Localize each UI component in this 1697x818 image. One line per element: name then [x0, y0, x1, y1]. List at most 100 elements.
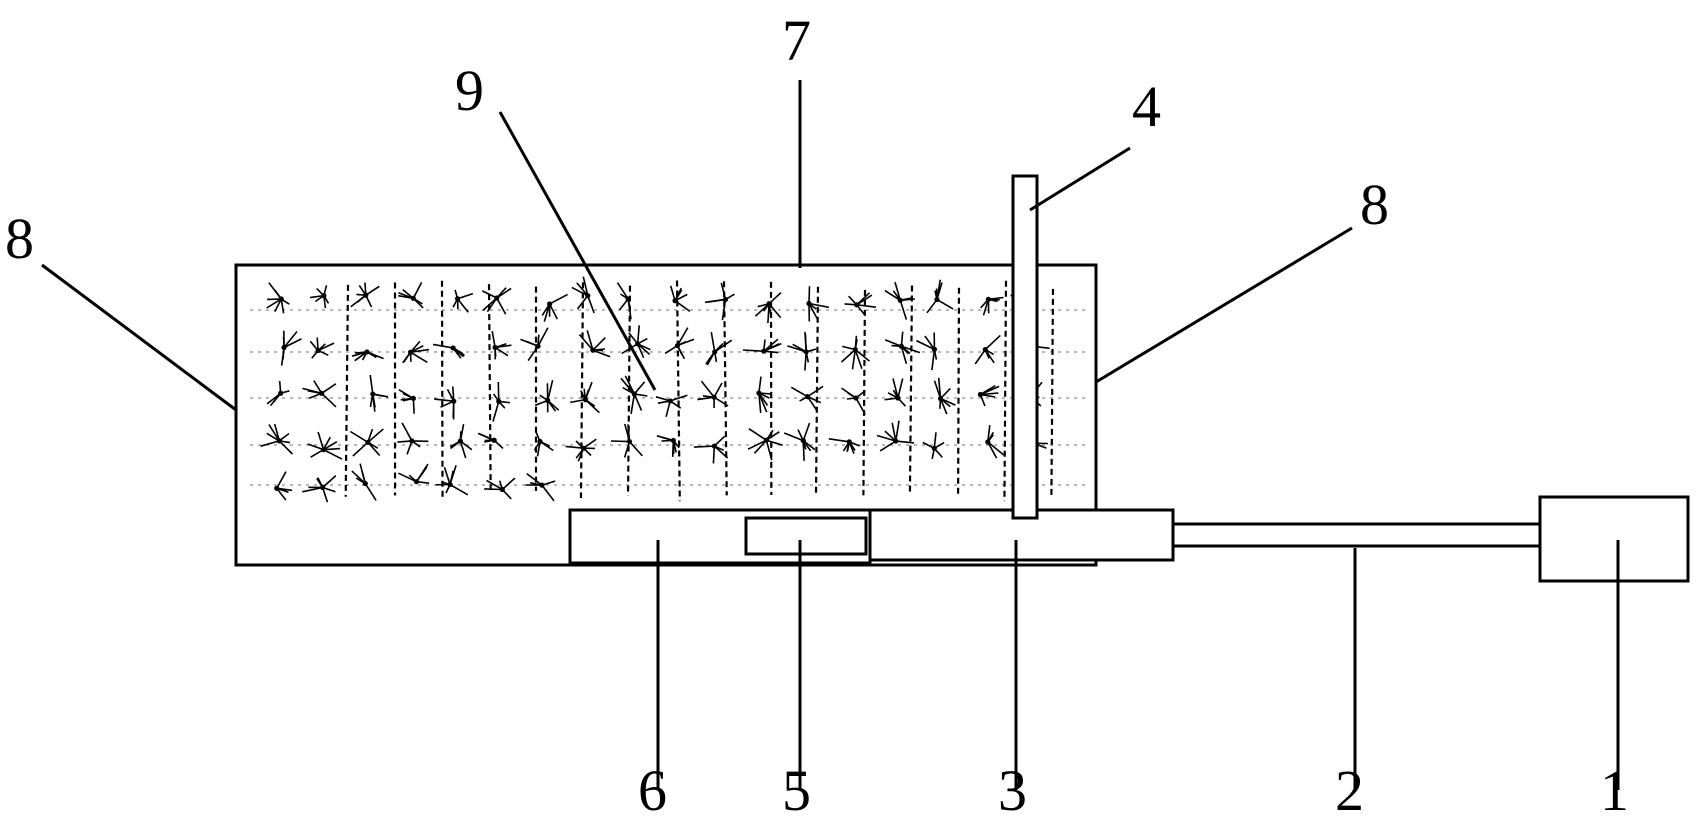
fiber-knot — [806, 286, 830, 322]
fiber-knot — [402, 340, 430, 364]
fiber-knot — [520, 327, 549, 362]
fiber-strand — [440, 280, 444, 501]
fiber-knot — [697, 380, 729, 409]
fiber-knot — [266, 381, 290, 407]
fiber-strand — [862, 289, 867, 496]
fiber-knot — [432, 343, 465, 359]
leader-8-right — [1095, 226, 1353, 384]
fiber-knot — [484, 477, 516, 500]
fiber-knot — [398, 282, 424, 309]
fiber-knot — [525, 472, 556, 502]
fiber-knot — [704, 282, 735, 321]
fiber-knot — [840, 335, 871, 370]
fiber-knot — [274, 471, 293, 501]
fiber-strand — [579, 282, 585, 499]
fiber-strand — [344, 284, 350, 497]
fiber-knot — [828, 438, 860, 454]
fiber-knot — [754, 292, 782, 324]
fiber-knot — [481, 287, 512, 315]
fiber-knot — [398, 389, 416, 414]
fiber-knot — [565, 438, 597, 462]
label-3: 3 — [998, 758, 1027, 818]
fiber-knot — [302, 380, 337, 408]
fiber-knot — [491, 330, 512, 360]
fiber-strand — [487, 284, 492, 494]
fiber-knot — [351, 463, 377, 501]
fiber-knot — [787, 331, 817, 371]
fiber-knot — [570, 381, 600, 414]
fiber-knot — [669, 285, 691, 313]
component-1-box — [1538, 495, 1690, 583]
fiber-knot — [369, 374, 389, 412]
fiber-knot — [449, 423, 473, 459]
fiber-knot — [309, 337, 335, 359]
fiber-knot — [747, 428, 783, 461]
fiber-knot — [841, 387, 866, 415]
fiber-knot — [620, 375, 648, 415]
fiber-knot — [492, 381, 510, 422]
leader-4 — [1029, 146, 1131, 212]
fiber-knot — [309, 285, 330, 309]
fiber-knot — [884, 281, 915, 320]
fiber-strand — [1003, 280, 1008, 502]
fiber-knot — [705, 331, 733, 366]
fiber-knot — [616, 282, 632, 320]
fiber-knot — [350, 282, 380, 308]
fiber-knot — [783, 422, 816, 461]
fiber-knot — [933, 377, 956, 415]
fiber-knot — [922, 432, 945, 460]
fiber-knot — [260, 423, 293, 455]
leader-9 — [498, 111, 657, 391]
fiber-knot — [790, 385, 824, 411]
fiber-knot — [533, 430, 554, 457]
fiber-knot — [541, 293, 568, 322]
label-7: 7 — [782, 8, 811, 73]
fiber-knot — [477, 432, 504, 449]
fiber-knot — [398, 463, 430, 485]
fiber-knot — [434, 386, 457, 420]
label-9: 9 — [455, 58, 484, 123]
fiber-strand — [1050, 288, 1055, 496]
fiber-knot — [655, 394, 688, 417]
fiber-knot — [621, 325, 651, 359]
label-1: 1 — [1600, 758, 1629, 818]
fiber-knot — [876, 420, 915, 452]
fiber-knot — [844, 292, 876, 315]
fiber-knot — [742, 338, 782, 354]
fiber-knot — [926, 279, 954, 314]
fiber-knot — [435, 465, 469, 496]
label-6: 6 — [638, 758, 667, 818]
label-5: 5 — [782, 758, 811, 818]
fiber-knot — [884, 378, 907, 407]
fiber-knot — [349, 428, 384, 457]
component-5-block — [744, 516, 868, 556]
fiber-knot — [985, 425, 1005, 459]
fibrous-filling — [250, 276, 1085, 503]
fiber-knot — [578, 330, 611, 358]
fiber-knot — [266, 282, 290, 314]
fiber-knot — [452, 289, 474, 313]
fiber-knot — [307, 431, 343, 460]
fiber-knot — [916, 332, 938, 371]
fiber-knot — [610, 423, 643, 458]
fiber-knot — [693, 435, 729, 464]
fiber-knot — [756, 376, 772, 413]
label-8-left: 8 — [5, 206, 34, 271]
fiber-strand — [675, 280, 681, 502]
leader-8-left — [41, 263, 237, 412]
fiber-knot — [351, 349, 384, 362]
fiber-knot — [884, 331, 921, 365]
fiber-knot — [656, 435, 680, 457]
fiber-knot — [974, 334, 1001, 365]
fiber-knot — [571, 276, 595, 314]
fiber-knot — [977, 385, 1000, 407]
component-4-tube — [1011, 174, 1039, 520]
fiber-knot — [302, 475, 337, 503]
fiber-knot — [534, 380, 560, 413]
label-2: 2 — [1335, 758, 1364, 818]
label-8-right: 8 — [1360, 172, 1389, 237]
fiber-knot — [280, 330, 302, 366]
label-4: 4 — [1132, 74, 1161, 139]
fiber-knot — [664, 327, 695, 360]
